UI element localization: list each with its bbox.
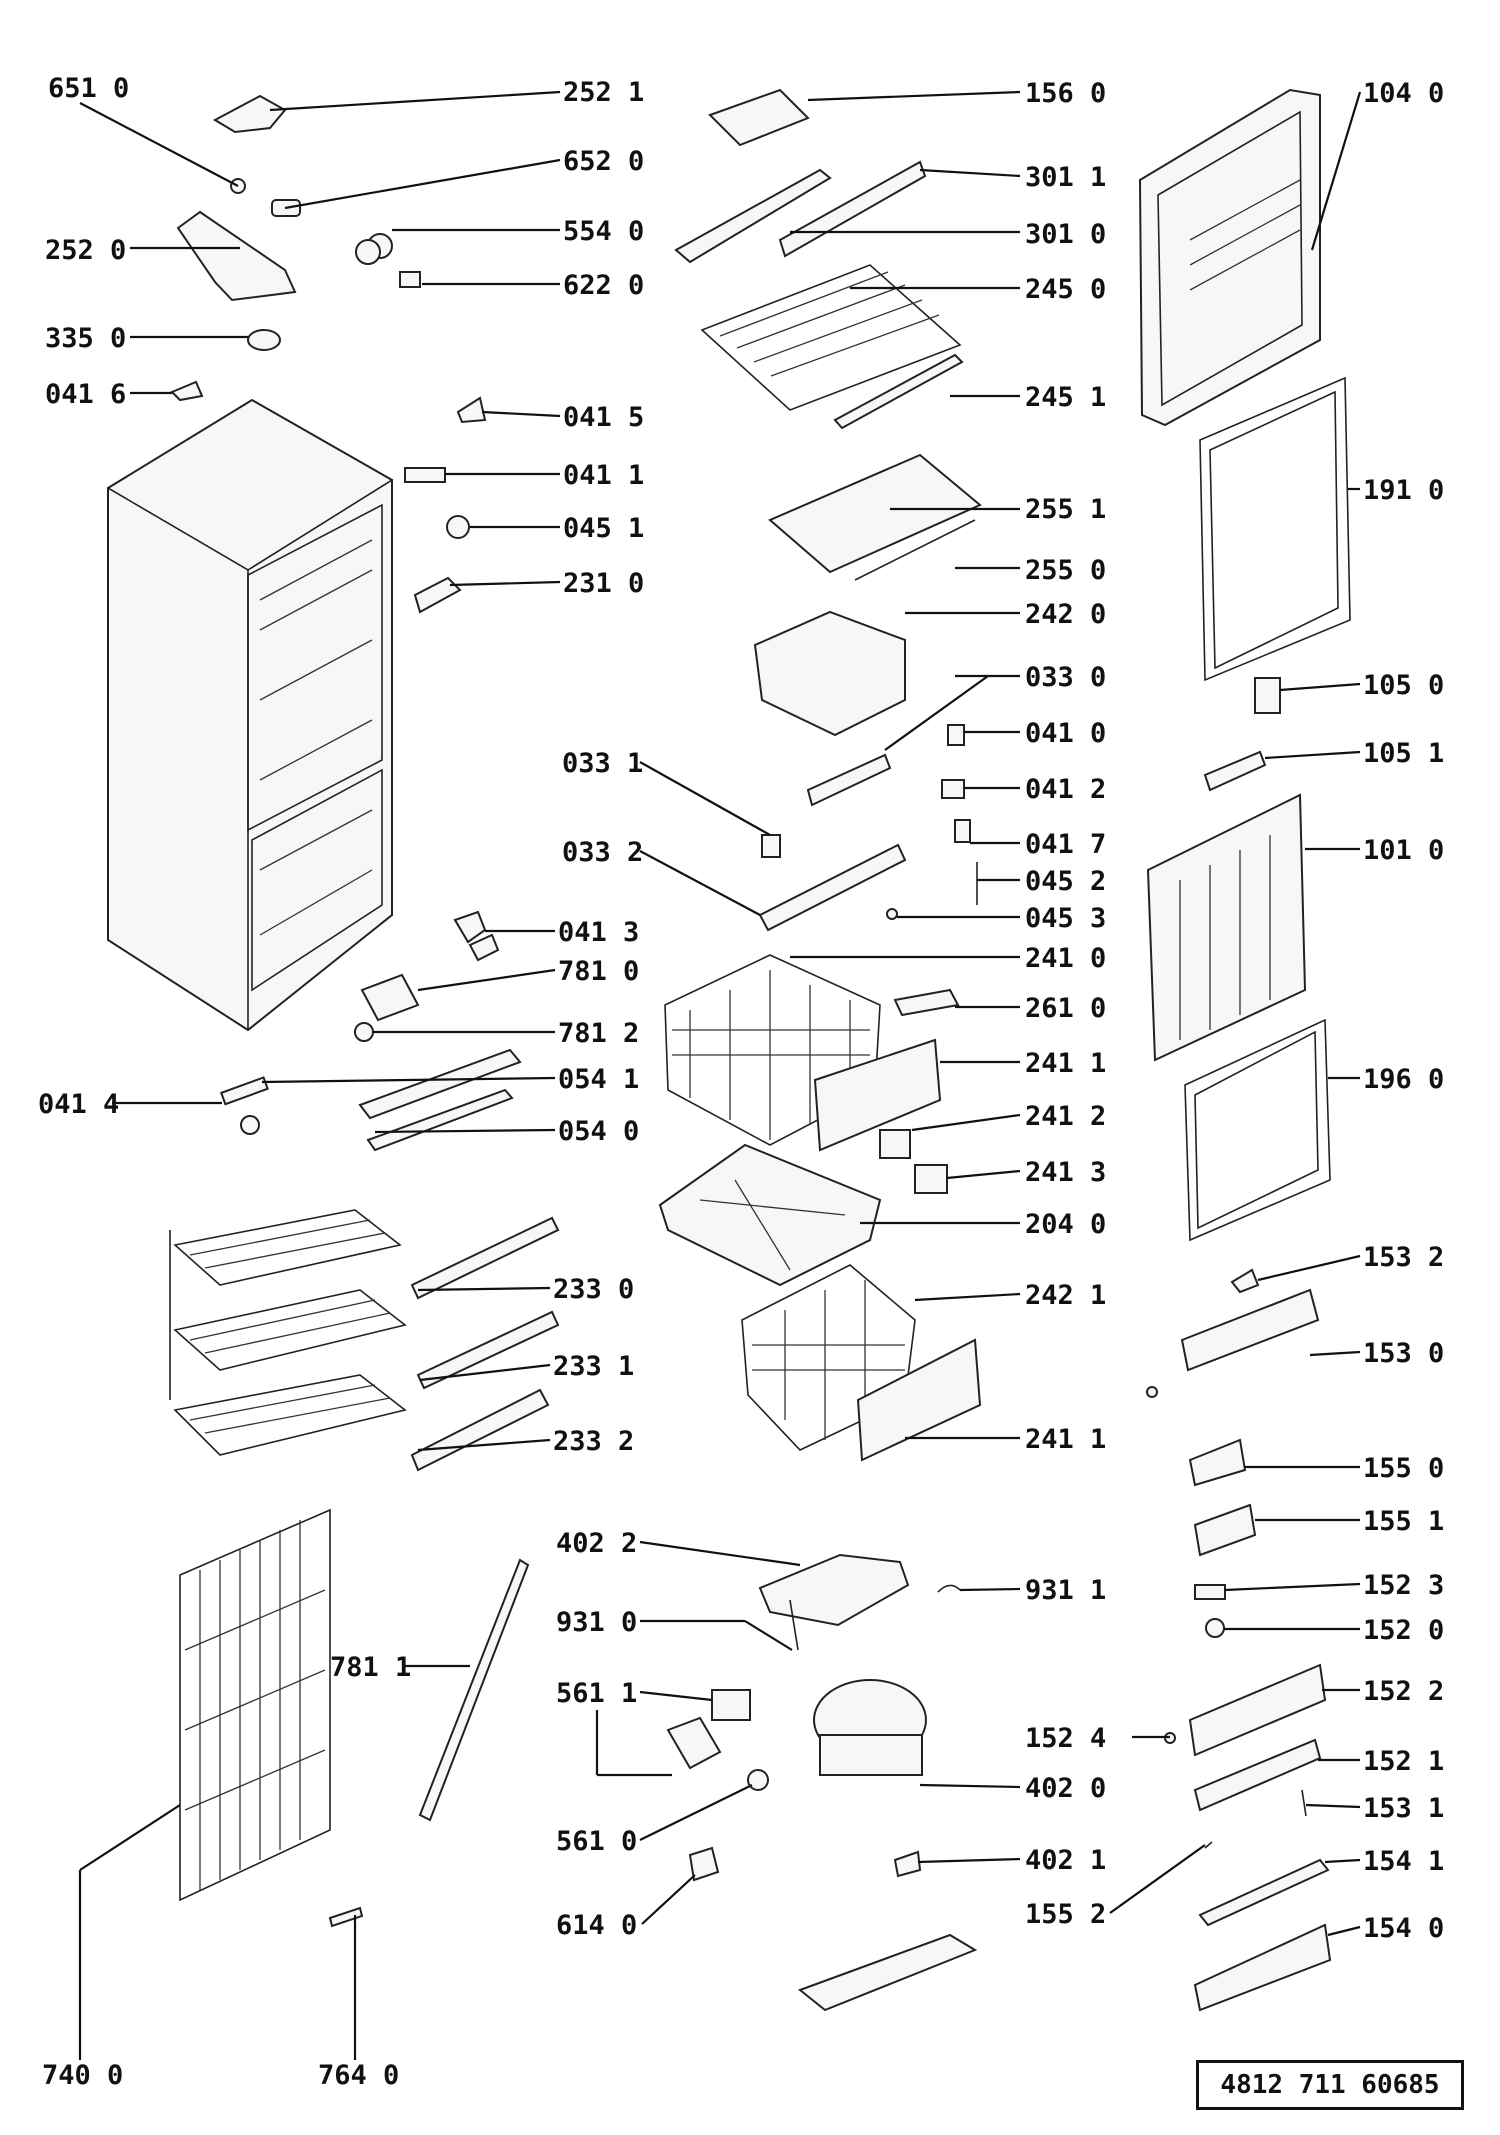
part-label: 335 0 [45, 323, 126, 354]
part-label: 241 1 [1025, 1048, 1106, 1079]
part-label: 152 0 [1363, 1615, 1444, 1646]
part-label: 045 3 [1025, 903, 1106, 934]
part-number-labels: 651 0 252 1 652 0 252 0 554 0 622 0 335 … [38, 73, 1444, 2091]
part-label: 033 1 [562, 748, 643, 779]
part-label: 054 0 [558, 1116, 639, 1147]
part-label: 241 1 [1025, 1424, 1106, 1455]
part-label: 241 2 [1025, 1101, 1106, 1132]
part-label: 154 0 [1363, 1913, 1444, 1944]
part-label: 252 1 [563, 77, 644, 108]
part-label: 252 0 [45, 235, 126, 266]
part-label: 242 0 [1025, 599, 1106, 630]
part-label: 153 1 [1363, 1793, 1444, 1824]
part-label: 054 1 [558, 1064, 639, 1095]
part-label: 614 0 [556, 1910, 637, 1941]
part-label: 233 2 [553, 1426, 634, 1457]
part-label: 154 1 [1363, 1846, 1444, 1877]
part-label: 255 0 [1025, 555, 1106, 586]
door-parts [1138, 88, 1351, 1242]
condenser-part [179, 1508, 530, 1928]
freezer-shelf-parts [674, 88, 982, 807]
part-label: 764 0 [318, 2060, 399, 2091]
part-label: 781 2 [558, 1018, 639, 1049]
part-label: 153 2 [1363, 1242, 1444, 1273]
part-label: 152 1 [1363, 1746, 1444, 1777]
part-label: 561 1 [556, 1678, 637, 1709]
part-label: 301 0 [1025, 219, 1106, 250]
part-label: 245 1 [1025, 382, 1106, 413]
basket-and-drawer-parts [658, 954, 982, 1462]
cabinet-part [106, 398, 394, 1032]
part-label: 255 1 [1025, 494, 1106, 525]
part-label: 402 1 [1025, 1845, 1106, 1876]
part-label: 152 3 [1363, 1570, 1444, 1601]
part-label: 041 4 [38, 1089, 119, 1120]
part-label: 740 0 [42, 2060, 123, 2091]
part-label: 045 1 [563, 513, 644, 544]
fridge-shelf-parts [169, 1209, 560, 1472]
part-label: 033 2 [562, 837, 643, 868]
part-label: 781 1 [330, 1652, 411, 1683]
part-label: 652 0 [563, 146, 644, 177]
document-number-box: 4812 711 60685 [1196, 2060, 1464, 2110]
part-label: 155 0 [1363, 1453, 1444, 1484]
part-label: 651 0 [48, 73, 129, 104]
part-label: 196 0 [1363, 1064, 1444, 1095]
part-label: 204 0 [1025, 1209, 1106, 1240]
part-label: 931 0 [556, 1607, 637, 1638]
document-number: 4812 711 60685 [1220, 2070, 1440, 2100]
part-label: 622 0 [563, 270, 644, 301]
part-label: 041 0 [1025, 718, 1106, 749]
part-label: 041 1 [563, 460, 644, 491]
leader-lines [78, 90, 1362, 2060]
part-label: 191 0 [1363, 475, 1444, 506]
part-label: 041 5 [563, 402, 644, 433]
part-label: 242 1 [1025, 1280, 1106, 1311]
part-label: 301 1 [1025, 162, 1106, 193]
part-label: 241 3 [1025, 1157, 1106, 1188]
door-shelf-parts [1146, 1268, 1332, 2012]
part-label: 245 0 [1025, 274, 1106, 305]
part-label: 152 4 [1025, 1723, 1106, 1754]
compressor-parts [666, 1553, 978, 2012]
part-label: 105 0 [1363, 670, 1444, 701]
part-label: 561 0 [556, 1826, 637, 1857]
part-label: 105 1 [1363, 738, 1444, 769]
part-label: 156 0 [1025, 78, 1106, 109]
part-label: 233 0 [553, 1274, 634, 1305]
part-label: 402 2 [556, 1528, 637, 1559]
part-label: 402 0 [1025, 1773, 1106, 1804]
part-label: 101 0 [1363, 835, 1444, 866]
part-label: 041 3 [558, 917, 639, 948]
part-label: 261 0 [1025, 993, 1106, 1024]
part-label: 153 0 [1363, 1338, 1444, 1369]
part-label: 155 1 [1363, 1506, 1444, 1537]
part-label: 233 1 [553, 1351, 634, 1382]
middle-small-parts [219, 724, 978, 1152]
part-label: 045 2 [1025, 866, 1106, 897]
part-label: 241 0 [1025, 943, 1106, 974]
part-label: 104 0 [1363, 78, 1444, 109]
part-label: 231 0 [563, 568, 644, 599]
part-label: 033 0 [1025, 662, 1106, 693]
part-label: 155 2 [1025, 1899, 1106, 1930]
part-label: 041 2 [1025, 774, 1106, 805]
part-label: 931 1 [1025, 1575, 1106, 1606]
part-label: 554 0 [563, 216, 644, 247]
part-label: 781 0 [558, 956, 639, 987]
part-label: 152 2 [1363, 1676, 1444, 1707]
part-label: 041 6 [45, 379, 126, 410]
part-label: 041 7 [1025, 829, 1106, 860]
